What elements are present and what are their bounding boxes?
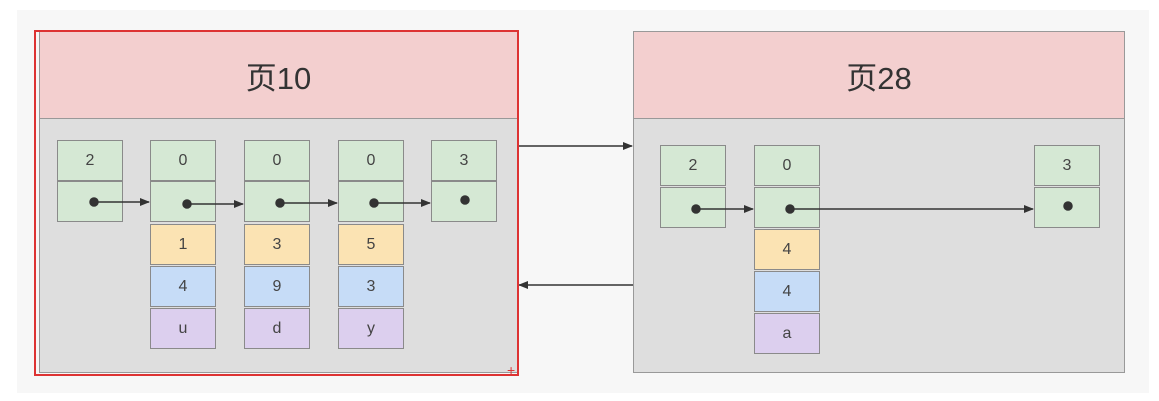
record-field-cell: 3	[244, 224, 310, 265]
pointer-dot	[89, 197, 99, 207]
record-header-cell: 3	[1034, 145, 1100, 186]
pointer-dot	[182, 199, 192, 209]
pointer-dot	[460, 195, 470, 205]
record-pointer-cell	[244, 181, 310, 222]
record-header-cell: 0	[338, 140, 404, 181]
record-pointer-cell	[338, 181, 404, 222]
record-field-cell: 5	[338, 224, 404, 265]
pointer-dot	[785, 204, 795, 214]
record-field-cell: 9	[244, 266, 310, 307]
record-field-cell: u	[150, 308, 216, 349]
record-field-cell: a	[754, 313, 820, 354]
page-10-title: 页10	[40, 32, 517, 119]
record-header-cell: 0	[244, 140, 310, 181]
record-header-cell: 0	[754, 145, 820, 186]
page-28-title: 页28	[634, 32, 1124, 119]
record-field-cell: 4	[754, 229, 820, 270]
record-field-cell: 4	[150, 266, 216, 307]
record-field-cell: d	[244, 308, 310, 349]
record-header-cell: 2	[660, 145, 726, 186]
pointer-dot	[691, 204, 701, 214]
pointer-dot	[1063, 201, 1073, 211]
record-field-cell: 4	[754, 271, 820, 312]
pointer-dot	[369, 198, 379, 208]
record-field-cell: 3	[338, 266, 404, 307]
record-header-cell: 0	[150, 140, 216, 181]
record-field-cell: 1	[150, 224, 216, 265]
pointer-dot	[275, 198, 285, 208]
record-header-cell: 2	[57, 140, 123, 181]
record-header-cell: 3	[431, 140, 497, 181]
record-field-cell: y	[338, 308, 404, 349]
